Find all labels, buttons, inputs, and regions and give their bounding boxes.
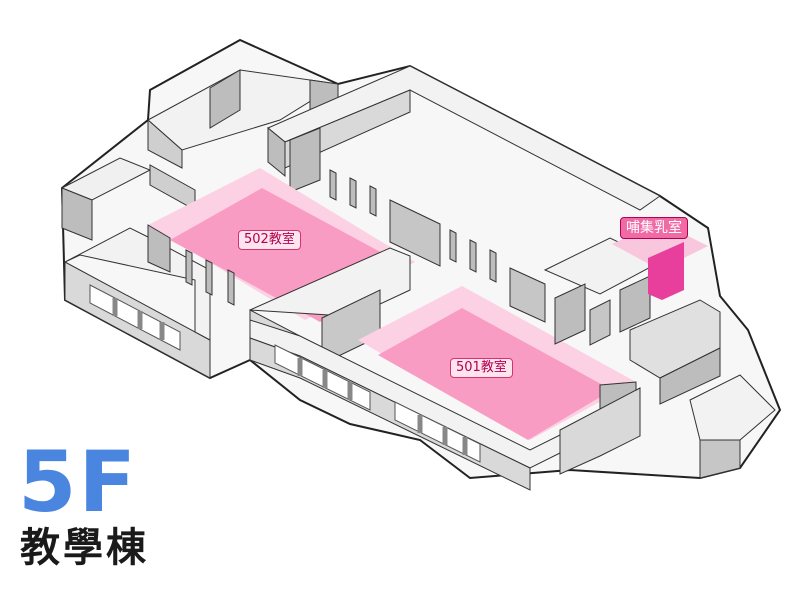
left-wing-side — [61, 187, 93, 241]
left-wall-window-mullions — [112, 298, 165, 340]
top-wall-side — [267, 126, 286, 178]
upper-left-wall-a — [147, 118, 183, 169]
upper-left-block-side — [209, 69, 241, 129]
bottom-wall-windows-2 — [394, 401, 481, 463]
room-label-501[interactable]: 501教室 — [450, 358, 513, 378]
bottom-right-block — [559, 387, 641, 475]
classroom-502-wall — [147, 224, 171, 273]
classroom-502-columns — [185, 249, 235, 306]
bottom-wall-window-mullions — [297, 358, 468, 455]
partition-a — [289, 127, 321, 193]
corridor-columns — [329, 169, 497, 283]
floor-number: 5F — [18, 433, 138, 531]
room-label-502[interactable]: 502教室 — [238, 230, 301, 250]
partition-b — [389, 199, 441, 267]
building-name: 教學棟 — [20, 525, 149, 571]
left-wall-top — [64, 227, 211, 341]
partition-c — [509, 267, 546, 323]
nursing-room-floor — [648, 242, 684, 300]
room-label-nursing[interactable]: 哺集乳室 — [620, 217, 688, 239]
